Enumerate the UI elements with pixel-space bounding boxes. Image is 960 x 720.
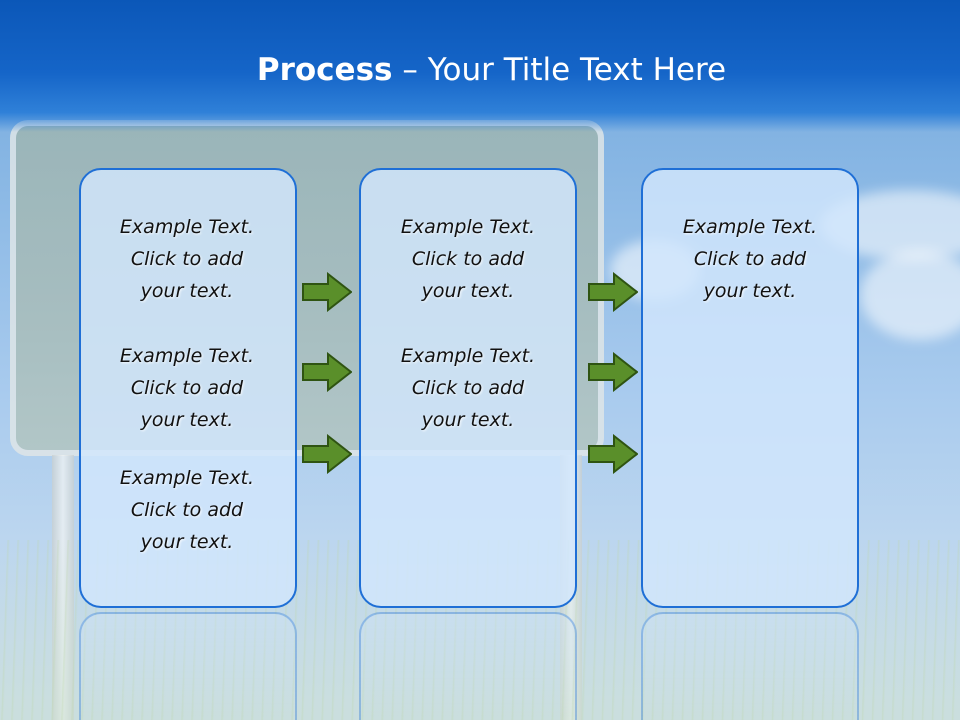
text-block[interactable]: Example Text. Click to add your text. [80,340,294,436]
text-line: Click to add [411,248,525,270]
arrow-right-icon [588,434,638,474]
title-bar [0,0,960,132]
text-line: Click to add [411,377,525,399]
text-line: Click to add [130,377,244,399]
title-bold-part: Process [256,52,393,88]
title-rest-part: – Your Title Text Here [402,52,727,88]
text-line: your text. [421,280,515,302]
text-block[interactable]: Example Text. Click to add your text. [361,211,575,307]
text-line: Example Text. [682,216,818,238]
arrow-right-icon [588,272,638,312]
text-line: Example Text. [400,345,536,367]
box-reflection [79,612,297,720]
box-reflection [641,612,859,720]
text-line: Example Text. [119,467,255,489]
text-line: your text. [421,409,515,431]
text-block[interactable]: Example Text. Click to add your text. [361,340,575,436]
text-line: Example Text. [119,216,255,238]
background-cloud [860,250,960,340]
slide-title[interactable]: Process – Your Title Text Here [0,52,960,88]
text-block[interactable]: Example Text. Click to add your text. [80,211,294,307]
text-line: Click to add [693,248,807,270]
process-box-1[interactable] [79,168,297,608]
arrow-right-icon [302,272,352,312]
text-line: Click to add [130,499,244,521]
text-line: your text. [703,280,797,302]
text-line: Click to add [130,248,244,270]
box-reflection [359,612,577,720]
text-line: your text. [140,280,234,302]
text-line: your text. [140,531,234,553]
text-block[interactable]: Example Text. Click to add your text. [80,462,294,558]
arrow-right-icon [302,434,352,474]
process-box-3[interactable] [641,168,859,608]
text-line: your text. [140,409,234,431]
process-box-2[interactable] [359,168,577,608]
text-line: Example Text. [119,345,255,367]
text-block[interactable]: Example Text. Click to add your text. [643,211,857,307]
arrow-right-icon [588,352,638,392]
text-line: Example Text. [400,216,536,238]
arrow-right-icon [302,352,352,392]
